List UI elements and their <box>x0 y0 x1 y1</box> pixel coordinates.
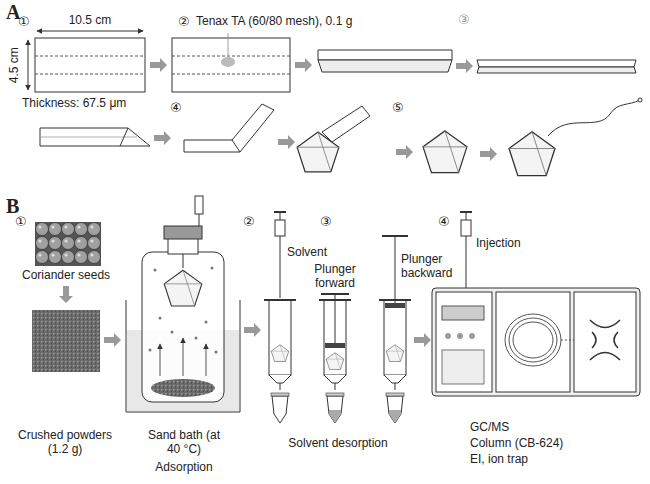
step-number: ③ <box>458 12 470 28</box>
image-label: Coriander seeds <box>22 268 110 282</box>
step-number: ① <box>18 14 30 30</box>
annotation: Plunger forward <box>306 262 364 291</box>
annotation: Solvent <box>287 245 327 259</box>
caption-text: Column (CB-624) <box>470 436 563 450</box>
step-number: ③ <box>320 214 332 230</box>
caption-text: Adsorption <box>146 460 222 474</box>
step-number: ⑤ <box>392 100 404 116</box>
step-number: ② <box>178 14 190 30</box>
annotation: Plunger backward <box>401 252 457 281</box>
caption-text: Sand bath (at 40 °C) <box>146 428 222 457</box>
step-number: ④ <box>438 214 450 230</box>
caption-text: Crushed powders (1.2 g) <box>10 428 120 457</box>
step-number: ① <box>15 214 27 230</box>
dimension-label: 10.5 cm <box>50 13 130 27</box>
caption-text: EI, ion trap <box>470 452 528 466</box>
annotation: Injection <box>476 236 521 250</box>
caption-text: Solvent desorption <box>268 436 408 450</box>
dimension-label: Thickness: 67.5 μm <box>22 96 126 110</box>
caption-text: GC/MS <box>470 420 509 434</box>
step-number: ② <box>243 214 255 230</box>
material-label: Tenax TA (60/80 mesh), 0.1 g <box>196 14 352 28</box>
dimension-label: 4.5 cm <box>7 47 21 83</box>
step-number: ④ <box>170 100 182 116</box>
